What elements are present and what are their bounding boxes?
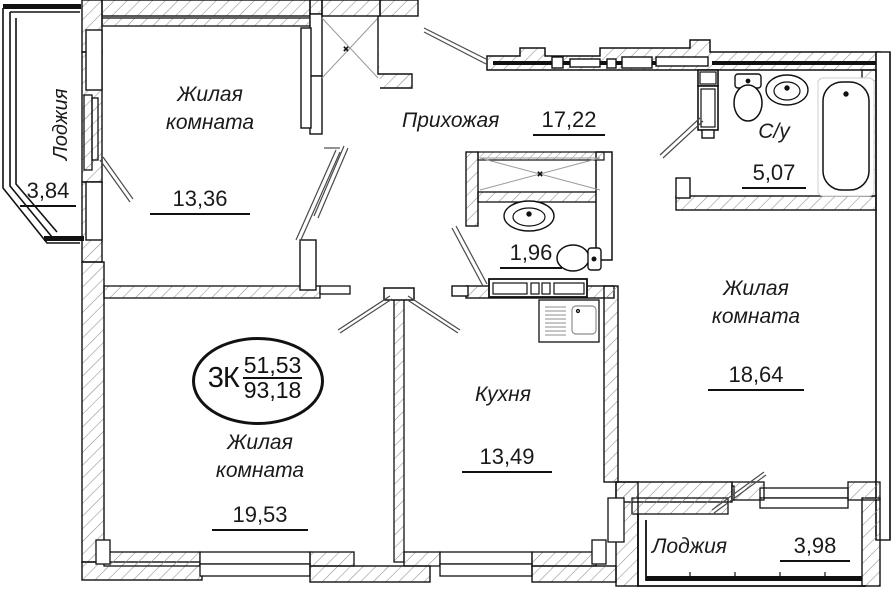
bathtub-icon bbox=[817, 77, 875, 197]
room-area-kitchen: 13,49 bbox=[462, 444, 552, 473]
outer-walls: × bbox=[2, 0, 891, 587]
wall-bath-bottom bbox=[675, 195, 877, 211]
wall-top-hall bbox=[379, 0, 419, 17]
wall-center-vert bbox=[393, 295, 405, 563]
wall-right-lower-seg2 bbox=[731, 481, 765, 501]
wall-bottom-c bbox=[403, 551, 441, 567]
wall-top-bedroom bbox=[101, 0, 311, 17]
window-bottom-2 bbox=[439, 551, 533, 577]
room-area-bathroom: 5,07 bbox=[742, 160, 806, 189]
wall-bedroom-right-upper bbox=[300, 27, 312, 129]
room-label-kitchen: Кухня bbox=[475, 383, 531, 406]
room-label-living-top-line2: комната bbox=[165, 111, 255, 134]
badge-area-fraction: 51,53 93,18 bbox=[242, 351, 303, 403]
room-area-wc: 1,96 bbox=[500, 240, 562, 269]
room-label-living-right-line2: комната bbox=[711, 305, 801, 328]
loggia-bottom-glazing bbox=[607, 497, 625, 543]
wall-loggia-bottom-top2 bbox=[631, 497, 729, 515]
kitchen-sink-icon bbox=[538, 299, 600, 343]
wall-right-lower-seg bbox=[847, 481, 881, 501]
bedroom-door-swing-b bbox=[99, 156, 134, 203]
toilet-icon bbox=[733, 73, 763, 122]
bathroom-door-swing bbox=[659, 117, 704, 159]
sink-small-icon bbox=[503, 200, 555, 232]
wall-wc-closet-div bbox=[477, 191, 605, 203]
wall-bottom-d bbox=[531, 551, 597, 567]
wall-bath-left-stub bbox=[675, 177, 691, 199]
wall-bottom-d2 bbox=[531, 565, 617, 583]
room-area-living-top: 13,36 bbox=[150, 186, 250, 215]
toilet-small-icon bbox=[556, 244, 602, 272]
loggia-bottom-rail-ticks bbox=[689, 572, 826, 578]
wall-bottom-b bbox=[309, 551, 355, 567]
wall-bottom-right-post bbox=[591, 539, 607, 565]
wall-bottom-left-post bbox=[95, 539, 111, 565]
closet-hall-icon bbox=[479, 157, 601, 191]
room-label-living-left-line2: комната bbox=[215, 459, 305, 482]
wall-bedroom-bottom-stub bbox=[319, 285, 351, 295]
wall-left-main bbox=[81, 261, 105, 563]
closet-cross-marker: × bbox=[537, 169, 542, 179]
badge-total-area: 93,18 bbox=[243, 377, 302, 403]
room-label-living-left-line1: Жилая bbox=[227, 431, 293, 454]
badge-rooms-label: 3К bbox=[207, 361, 240, 394]
center-door-swings bbox=[337, 295, 461, 334]
wall-bottom-b2 bbox=[309, 565, 431, 583]
room-area-living-right: 18,64 bbox=[708, 362, 804, 391]
wall-bedroom-bottom bbox=[103, 285, 321, 299]
svg-text:×: × bbox=[343, 44, 348, 54]
wall-center-head bbox=[383, 287, 415, 301]
wc-door-swing bbox=[451, 225, 488, 287]
wall-wc-bottom-stub bbox=[451, 285, 469, 297]
apartment-badge: 3К 51,53 93,18 bbox=[192, 337, 324, 425]
bedroom-door-swing-a bbox=[295, 149, 341, 243]
facade-leader-line bbox=[423, 27, 489, 65]
window-bottom-1 bbox=[199, 551, 311, 577]
wall-bottom-a bbox=[103, 551, 201, 567]
wall-kitchen-right bbox=[603, 285, 619, 483]
wall-wc-right bbox=[595, 151, 613, 261]
room-area-hallway: 17,22 bbox=[533, 107, 605, 136]
closet-top-icon: × bbox=[309, 0, 413, 135]
sink-icon bbox=[765, 74, 809, 106]
room-label-hallway: Прихожая bbox=[402, 109, 500, 132]
wall-top-bedroom-inner bbox=[101, 17, 311, 27]
loggia-left-end-slab bbox=[3, 4, 84, 241]
room-label-loggia-bottom: Лоджия bbox=[652, 535, 728, 558]
room-area-loggia-left: 3,84 bbox=[20, 178, 76, 207]
room-label-loggia-left: Лоджия bbox=[50, 88, 72, 160]
loggia-door-swing bbox=[711, 471, 767, 514]
room-label-bathroom: С/у bbox=[758, 120, 790, 143]
loggia-bottom-rail bbox=[646, 576, 862, 581]
wall-wc-left bbox=[465, 151, 479, 227]
wall-loggia-right bbox=[861, 497, 881, 587]
water-heater-icon bbox=[697, 69, 719, 139]
badge-living-area: 51,53 bbox=[242, 351, 303, 379]
loggia-left-door-frames bbox=[85, 29, 103, 241]
room-area-loggia-bottom: 3,98 bbox=[780, 533, 850, 562]
room-area-living-left: 19,53 bbox=[212, 502, 308, 531]
wall-wc-top bbox=[477, 151, 605, 161]
facade-top-windows bbox=[551, 56, 709, 69]
kitchen-counter-icon bbox=[488, 278, 588, 298]
room-label-living-right-line1: Жилая bbox=[723, 277, 789, 300]
room-label-living-top-line1: Жилая bbox=[177, 83, 243, 106]
badge-oval bbox=[192, 337, 324, 425]
bedroom-entry-swing bbox=[313, 145, 349, 219]
wall-right-outer bbox=[875, 51, 891, 541]
loggia-left-glazing bbox=[83, 94, 99, 171]
wall-bedroom-right-post bbox=[299, 239, 317, 291]
